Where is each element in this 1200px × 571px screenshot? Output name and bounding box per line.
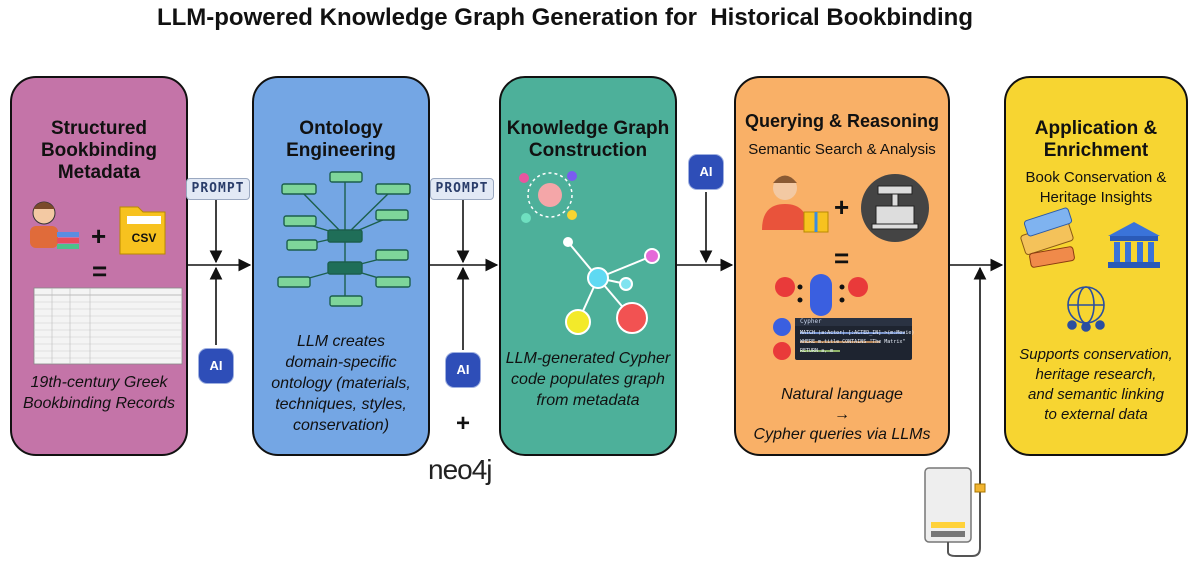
panel-title: Querying & Reasoning	[744, 111, 940, 131]
panel-caption-line: Supports conservation,	[1019, 346, 1173, 363]
neo4j-logo: neo4j	[428, 454, 493, 485]
user-icon	[762, 175, 808, 230]
panel-caption-line: Natural language	[781, 386, 903, 403]
code-line: RETURN a, m	[800, 348, 834, 354]
panel-querying: Querying & Reasoning Semantic Search & A…	[734, 76, 950, 456]
brain-icon	[519, 171, 577, 223]
person-books-icon	[30, 201, 79, 249]
panel-ontology: Ontology Engineering LLM creates domain-…	[252, 76, 430, 456]
csv-label: CSV	[131, 231, 157, 245]
panel-caption-line: LLM creates	[296, 333, 386, 350]
panel-title-line: Knowledge Graph	[506, 118, 670, 139]
panel-title-line: Structured	[50, 118, 148, 139]
code-line: WHERE m.title CONTAINS "The Matrix"	[800, 339, 906, 345]
panel-caption-line: domain-specific	[285, 354, 397, 371]
panel-caption-line: 19th-century Greek	[30, 374, 168, 391]
panel-caption-line: to external data	[1044, 406, 1148, 423]
museum-icon	[1108, 222, 1160, 268]
panel-caption-line: and semantic linking	[1028, 386, 1164, 403]
panel-title-line: Engineering	[286, 140, 396, 161]
panel-title-line: Enrichment	[1043, 140, 1149, 161]
plus-sign: +	[834, 192, 850, 222]
ai-chip-icon: AI	[692, 158, 720, 186]
panel-caption-line: ontology (materials,	[271, 375, 411, 392]
panel-title-line: Ontology	[299, 118, 383, 139]
code-line: MATCH (a:Actor)-[:ACTED_IN]->(m:Movie)	[800, 330, 915, 336]
panel-title-line: Application &	[1034, 118, 1158, 139]
panel-caption-line: conservation)	[292, 417, 390, 434]
database-icon	[924, 467, 986, 557]
equals-sign: =	[92, 256, 108, 286]
panel-caption-line: heritage research,	[1035, 366, 1157, 383]
books-icon	[1020, 207, 1075, 268]
flow-arrows	[188, 192, 1004, 490]
prompt-badge: PROMPT	[430, 178, 494, 200]
code-header: Cypher	[800, 318, 822, 325]
globe-people-icon	[1067, 286, 1105, 332]
panel-title-line: Metadata	[57, 162, 141, 183]
panel-caption-line: →	[834, 406, 850, 423]
folder-icon	[119, 206, 166, 255]
ai-chip-icon: AI	[449, 356, 477, 384]
box-icon	[803, 211, 829, 233]
panel-metadata: Structured Bookbinding Metadata 19th-cen…	[10, 76, 188, 456]
panel-subtitle-line: Heritage Insights	[1039, 189, 1153, 206]
panel-caption-line: from metadata	[536, 392, 640, 409]
panel-caption-line: Bookbinding Records	[22, 395, 176, 412]
graph-network-icon	[563, 237, 660, 335]
panel-caption-line: Cypher queries via LLMs	[753, 426, 931, 443]
neo-bubbles-icon	[773, 274, 868, 360]
code-editor-icon	[795, 318, 912, 360]
panel-caption-line: code populates graph	[511, 371, 665, 388]
panel-caption-line: LLM-generated Cypher	[505, 350, 671, 367]
diagram-title: LLM-powered Knowledge Graph Generation f…	[156, 4, 974, 31]
equals-sign: =	[834, 243, 850, 273]
ai-chip-icon: AI	[202, 352, 230, 380]
press-icon	[861, 174, 929, 242]
plus-sign: +	[456, 410, 471, 437]
prompt-badge: PROMPT	[186, 178, 250, 200]
panel-caption-line: techniques, styles,	[275, 396, 407, 413]
panel-title-line: Construction	[528, 140, 648, 161]
ontology-tree-icon	[277, 171, 411, 307]
panel-title-line: Bookbinding	[40, 140, 158, 161]
panel-subtitle: Semantic Search & Analysis	[748, 141, 936, 158]
plus-sign: +	[91, 221, 107, 251]
panel-subtitle-line: Book Conservation &	[1025, 169, 1167, 186]
table-thumbnail-icon	[33, 287, 183, 365]
